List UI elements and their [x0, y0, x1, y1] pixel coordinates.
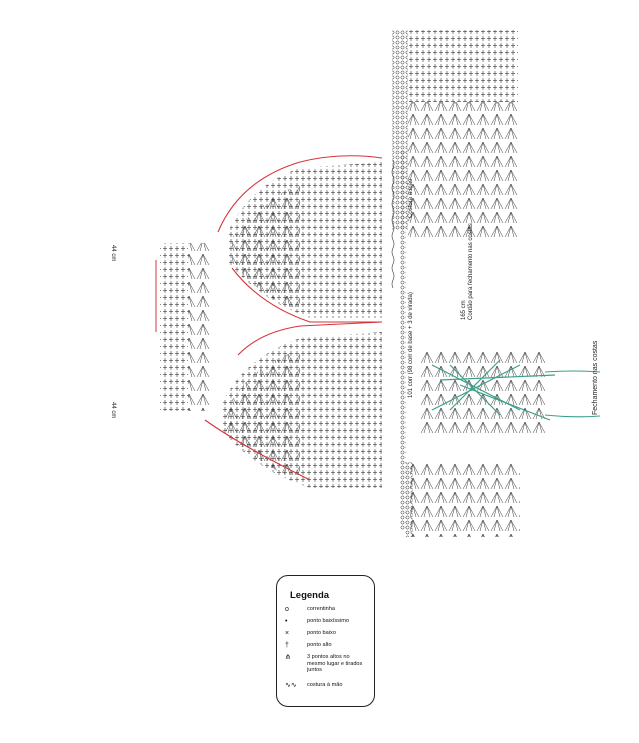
upper-cup-panel — [217, 155, 383, 323]
legend-label: ponto baixo — [307, 630, 336, 636]
closure-label: Fechamento nas costas — [592, 340, 599, 415]
double-crochet-icon: † — [285, 642, 289, 649]
legend-label: ponto alto — [307, 642, 332, 648]
lower-cup-panel — [204, 321, 383, 488]
legend-item-cluster: ⋔ 3 pontos altos no mesmo lugar e tirado… — [285, 654, 367, 674]
legend-item-slip: • ponto baixíssimo — [285, 618, 367, 626]
cluster-icon: ⋔ — [285, 654, 291, 661]
back-panel-top — [392, 30, 518, 240]
legend-title: Legenda — [290, 590, 330, 601]
legend-item-single: × ponto baixo — [285, 630, 367, 638]
legend-item-chain: o correntinha — [285, 606, 367, 614]
legend-item-double: † ponto alto — [285, 642, 367, 650]
back-panel-bottom — [405, 462, 520, 537]
hand-seam-label: Costura à mão — [408, 178, 414, 218]
back-cord-length: 165 cm — [461, 300, 467, 320]
back-cord-label: Cordão para fechamento nas costas — [468, 223, 474, 320]
hand-seam-icon: ∿∿ — [285, 682, 297, 689]
left-strap-band — [155, 243, 210, 411]
legend: Legenda o correntinha • ponto baixíssimo… — [276, 575, 375, 707]
legend-label: correntinha — [307, 606, 335, 612]
legend-item-seam: ∿∿ costura à mão — [285, 682, 367, 690]
slip-stitch-icon: • — [285, 618, 288, 625]
chain-stitch-icon: o — [285, 606, 289, 613]
chain-start-label: 101 corr (98 corr de base + 3 de virada) — [408, 292, 414, 398]
back-panel-middle — [420, 350, 601, 435]
single-crochet-icon: × — [285, 630, 290, 637]
legend-label: costura à mão — [307, 682, 343, 688]
legend-label: 3 pontos altos no mesmo lugar e tirados … — [307, 654, 363, 673]
size-label-bottom: 44 cm — [110, 402, 116, 418]
legend-label: ponto baixíssimo — [307, 618, 349, 624]
size-label-top: 44 cm — [110, 245, 116, 261]
